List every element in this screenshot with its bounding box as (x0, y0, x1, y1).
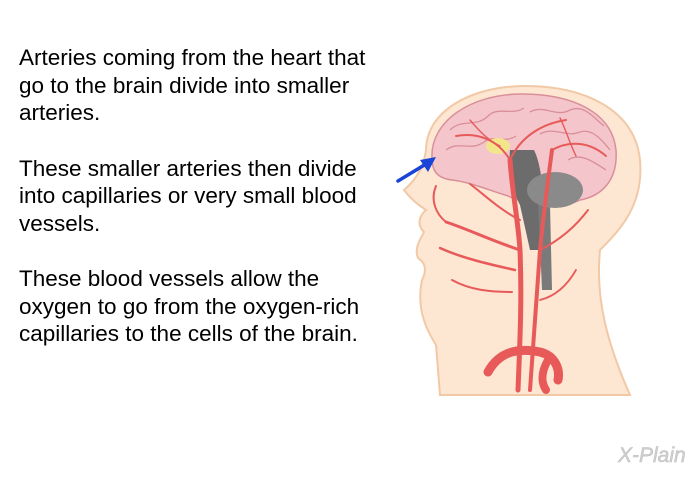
x-plain-logo: X-Plain (616, 441, 694, 472)
head-brain-arteries-illustration (396, 84, 642, 396)
aortic-vessels (483, 345, 563, 394)
brain-stem (509, 150, 548, 250)
cerebellum (527, 172, 583, 208)
body-text: Arteries coming from the heart that go t… (19, 44, 391, 348)
paragraph-3: These blood vessels allow the oxygen to … (19, 266, 360, 346)
paragraph-2: These smaller arteries then divide into … (19, 155, 357, 236)
paragraph-1: Arteries coming from the heart that go t… (19, 45, 366, 125)
brain-folds (445, 107, 611, 171)
svg-text:X-Plain: X-Plain (617, 444, 686, 467)
pointer-arrow-icon (396, 157, 436, 183)
